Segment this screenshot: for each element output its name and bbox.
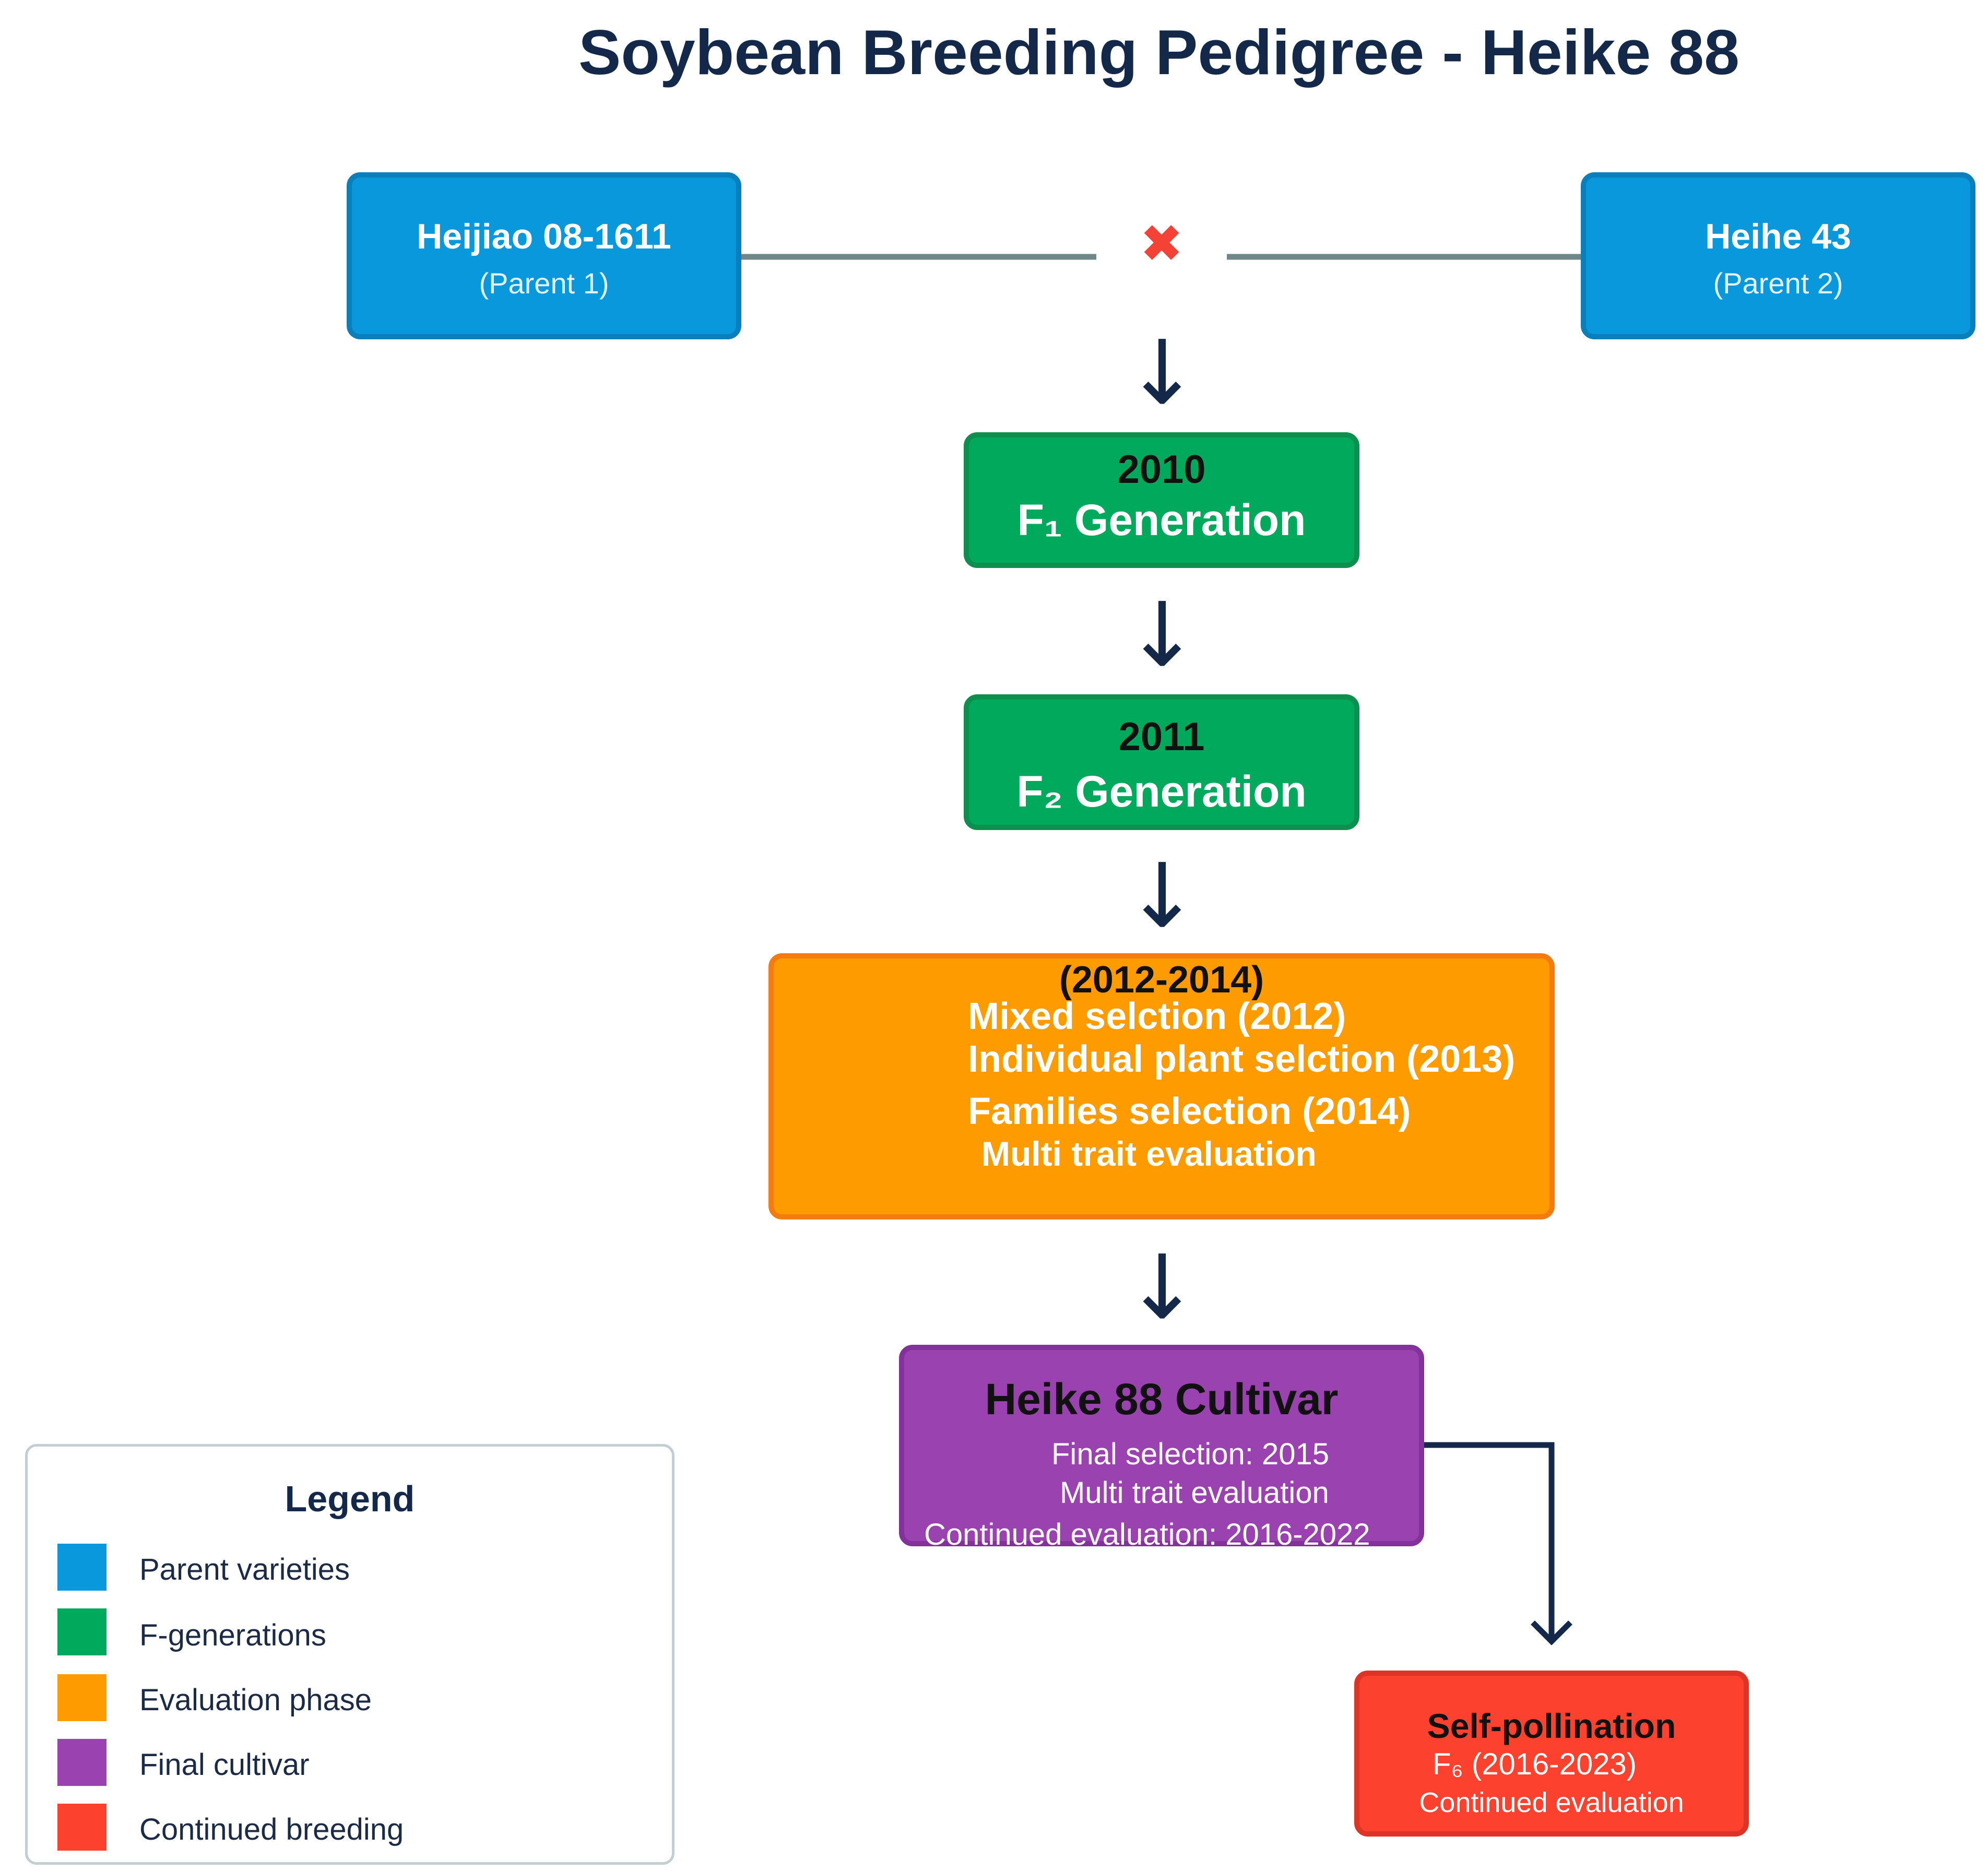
- legend-label-evaluation: Evaluation phase: [139, 1683, 372, 1717]
- legend-panel: Legend Parent varieties F-generations Ev…: [25, 1444, 674, 1865]
- legend-swatch-evaluation: [57, 1674, 106, 1721]
- legend-swatch-parent: [57, 1544, 106, 1591]
- parent-2-name: Heihe 43: [1705, 217, 1851, 256]
- legend-title: Legend: [285, 1478, 415, 1519]
- self-pollination-title: Self-pollination: [1427, 1707, 1676, 1745]
- f1-label: F₁ Generation: [1017, 495, 1306, 544]
- evaluation-years: (2012-2014): [1059, 959, 1264, 1001]
- evaluation-phase-box: (2012-2014) Mixed selction (2012) Indivi…: [768, 953, 1555, 1219]
- cross-icon: ✖: [1140, 213, 1184, 274]
- self-pollination-box: Self-pollination F₆ (2016-2023) Continue…: [1354, 1671, 1749, 1837]
- cultivar-line-continued-evaluation: Continued evaluation: 2016-2022: [924, 1518, 1370, 1552]
- legend-label-f-generations: F-generations: [139, 1618, 326, 1652]
- evaluation-line-multi-trait: Multi trait evaluation: [981, 1134, 1317, 1173]
- down-arrow-icon: ↓: [1125, 845, 1200, 948]
- evaluation-line-individual-selection: Individual plant selction (2013): [968, 1038, 1516, 1080]
- parent-1-box: Heijiao 08-1611 (Parent 1): [347, 172, 741, 339]
- parent-2-role: (Parent 2): [1713, 267, 1843, 300]
- diagram-title: Soybean Breeding Pedigree - Heike 88: [578, 17, 1740, 88]
- f2-generation-box: 2011 F₂ Generation: [964, 694, 1359, 830]
- cultivar-line-multi-trait: Multi trait evaluation: [1060, 1476, 1329, 1510]
- down-arrow-icon: ↓: [1125, 322, 1200, 425]
- self-pollination-generation: F₆ (2016-2023): [1433, 1747, 1637, 1781]
- f2-year: 2011: [1118, 715, 1205, 759]
- legend-label-continued-breeding: Continued breeding: [139, 1813, 404, 1846]
- legend-label-parent: Parent varieties: [139, 1553, 350, 1586]
- evaluation-line-mixed-selection: Mixed selction (2012): [968, 996, 1346, 1037]
- f2-label: F₂ Generation: [1016, 767, 1307, 816]
- parent-1-role: (Parent 1): [479, 267, 609, 300]
- down-arrow-icon: ↓: [1125, 1236, 1200, 1340]
- parent-1-name: Heijiao 08-1611: [417, 217, 671, 256]
- f1-generation-box: 2010 F₁ Generation: [964, 432, 1359, 568]
- legend-label-final-cultivar: Final cultivar: [139, 1748, 310, 1782]
- parent-2-box: Heihe 43 (Parent 2): [1581, 172, 1975, 339]
- legend-swatch-continued-breeding: [57, 1804, 106, 1851]
- legend-swatch-f-generations: [57, 1608, 106, 1655]
- self-pollination-continued-evaluation: Continued evaluation: [1419, 1787, 1684, 1818]
- legend-swatch-final-cultivar: [57, 1739, 106, 1786]
- down-arrow-icon: ↓: [1125, 584, 1200, 687]
- f1-year: 2010: [1117, 447, 1206, 492]
- self-pollination-arrow-head: [1531, 1620, 1572, 1645]
- final-cultivar-box: Heike 88 Cultivar Final selection: 2015 …: [899, 1345, 1424, 1552]
- cultivar-name: Heike 88 Cultivar: [985, 1375, 1339, 1424]
- cultivar-line-final-selection: Final selection: 2015: [1051, 1437, 1329, 1471]
- evaluation-line-families-selection: Families selection (2014): [968, 1091, 1411, 1132]
